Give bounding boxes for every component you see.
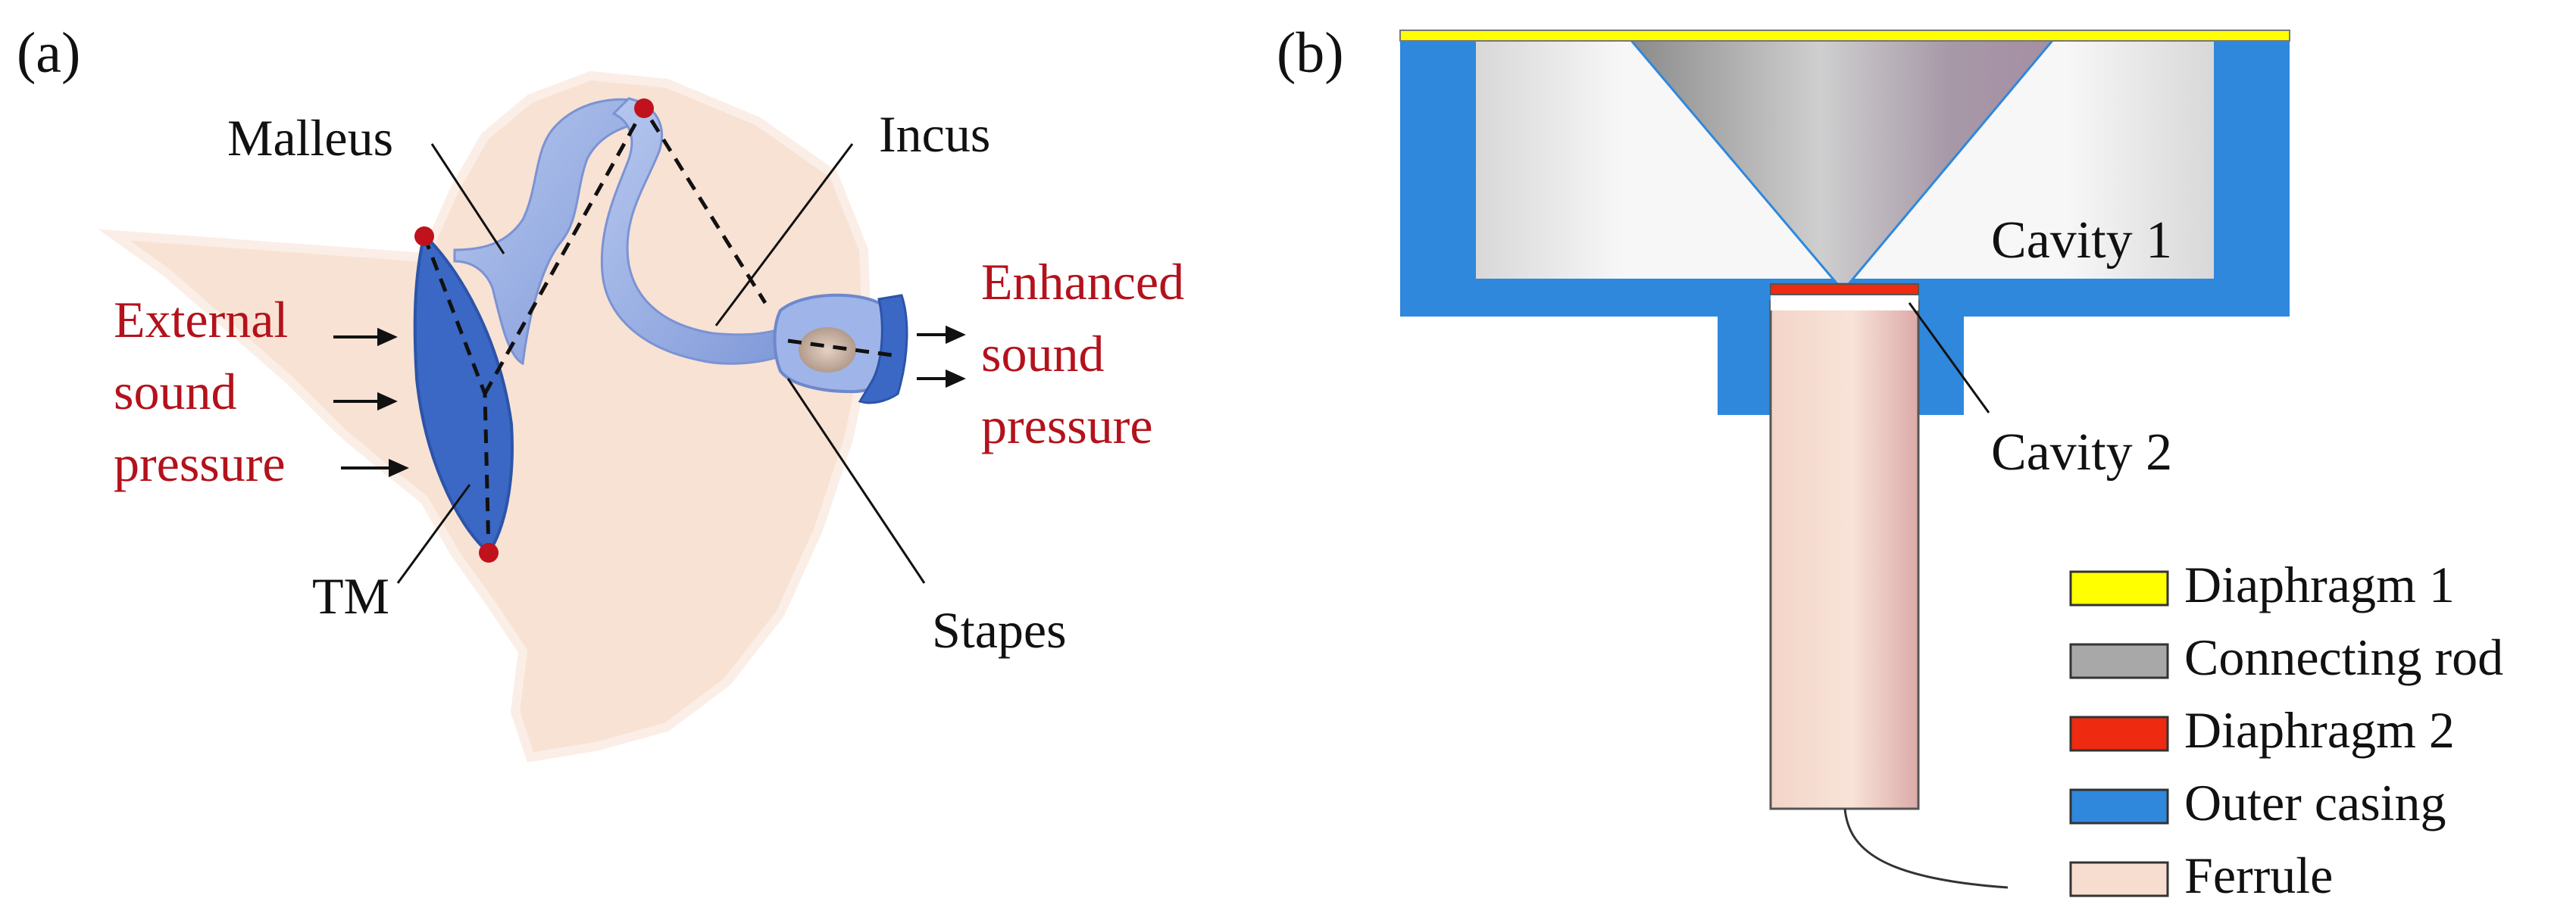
panel-a: (a) Malleus Incus Stapes TM Externa [17,21,1184,763]
stapes-footplate [799,327,856,373]
stapes-dashed-line [787,338,899,358]
panel-b-label: (b) [1277,21,1344,85]
cavity-2-leader [1908,302,1990,413]
ferrule [1769,300,1920,810]
external-arrows [333,327,409,478]
stapes-leader [786,378,926,584]
legend-swatch [2069,716,2169,752]
tm-leader [396,484,471,584]
enhanced-label-line1: Enhanced [981,253,1184,310]
tm-label: TM [312,567,389,625]
malleus-bone [453,98,654,366]
cavity-1-label: Cavity 1 [1991,211,2172,270]
external-label-line3: pressure [114,435,286,492]
enhanced-arrows [917,325,966,388]
legend-label: Diaphragm 1 [2184,556,2455,613]
pivot-dot-bottom [479,543,499,563]
stapes-base [858,294,908,404]
legend-swatch [2069,788,2169,825]
incus-leader [714,143,854,326]
legend-swatch [2069,643,2169,679]
enhanced-label-line3: pressure [981,397,1153,454]
cavity-2-label: Cavity 2 [1991,423,2172,482]
panel-b: (b) Cavity 1 Cavity 2 Diaphragm 1 Connect… [1277,21,2503,904]
pivot-dot-top [634,98,654,118]
legend-label: Outer casing [2184,774,2446,831]
enhanced-label-line2: sound [981,325,1104,382]
diaphragm-1 [1399,30,2290,42]
legend-swatch [2069,861,2169,897]
malleus-label: Malleus [227,109,393,167]
legend-label: Connecting rod [2184,629,2503,686]
cavity-2 [1771,294,1918,310]
external-label-line1: External [114,291,288,348]
diaphragm-2 [1770,283,1919,295]
external-label-line2: sound [114,363,236,420]
optical-fiber [1843,808,2009,889]
incus-label: Incus [879,105,990,163]
legend-label: Diaphragm 2 [2184,701,2455,759]
pivot-dot-top-left [414,226,434,246]
legend-label: Ferrule [2184,847,2333,904]
stapes-label: Stapes [932,601,1067,659]
panel-a-label: (a) [17,21,80,85]
legend-swatch [2069,570,2169,607]
malleus-leader [430,143,505,254]
